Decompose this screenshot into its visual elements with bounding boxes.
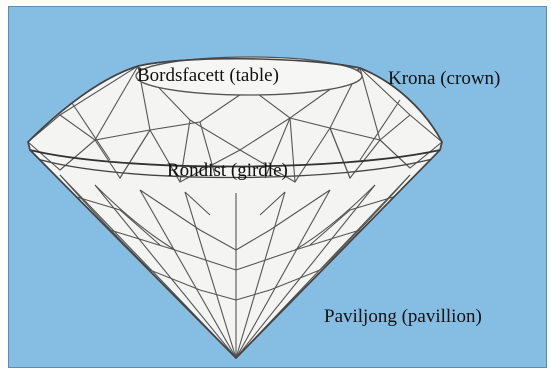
label-table: Bordsfacett (table) bbox=[137, 66, 279, 85]
label-pavilion: Paviljong (pavillion) bbox=[324, 307, 482, 326]
label-girdle: Rondist (girdle) bbox=[167, 161, 288, 180]
label-crown: Krona (crown) bbox=[388, 69, 500, 88]
